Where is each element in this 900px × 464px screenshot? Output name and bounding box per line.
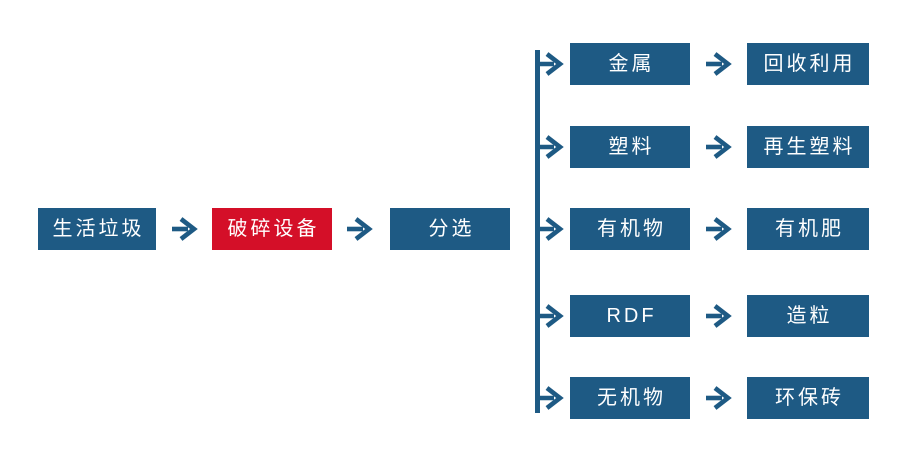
- branch-connector-line: [535, 50, 540, 413]
- node-metal: 金属: [570, 43, 690, 85]
- node-rdf: RDF: [570, 295, 690, 337]
- arrow-right-icon: [706, 135, 732, 159]
- node-inorganic-matter: 无机物: [570, 377, 690, 419]
- node-organic-matter: 有机物: [570, 208, 690, 250]
- node-recycled-plastic: 再生塑料: [747, 126, 869, 168]
- arrow-right-icon: [706, 217, 732, 241]
- arrow-right-icon: [172, 217, 198, 241]
- arrow-right-icon: [706, 386, 732, 410]
- arrow-right-icon: [706, 304, 732, 328]
- node-recycling: 回收利用: [747, 43, 869, 85]
- node-organic-fertilizer: 有机肥: [747, 208, 869, 250]
- node-eco-brick: 环保砖: [747, 377, 869, 419]
- arrow-right-icon: [706, 52, 732, 76]
- node-plastic: 塑料: [570, 126, 690, 168]
- node-crushing-equipment: 破碎设备: [212, 208, 332, 250]
- arrow-right-icon: [347, 217, 373, 241]
- node-household-waste: 生活垃圾: [38, 208, 156, 250]
- branch-arrow-right-icon: [537, 304, 564, 328]
- node-sorting: 分选: [390, 208, 510, 250]
- branch-arrow-right-icon: [537, 135, 564, 159]
- branch-arrow-right-icon: [537, 386, 564, 410]
- node-granulation: 造粒: [747, 295, 869, 337]
- branch-arrow-right-icon: [537, 217, 564, 241]
- branch-arrow-right-icon: [537, 52, 564, 76]
